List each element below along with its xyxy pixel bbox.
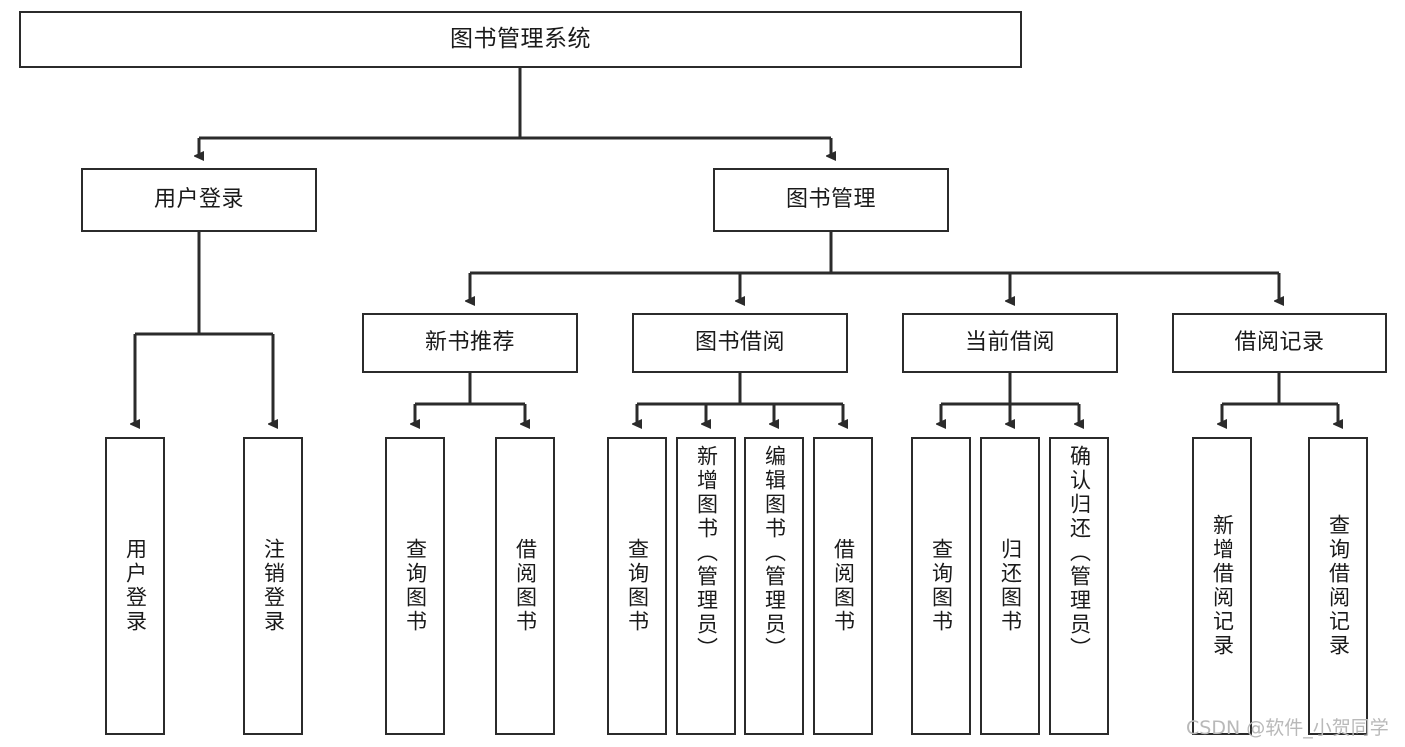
node-label: 图书管理系统 <box>450 25 591 52</box>
leaf-book-borrow-add[interactable]: 新增图书（管理员） <box>676 437 736 735</box>
node-label: 新书推荐 <box>424 329 515 355</box>
node-new-book-recommend[interactable]: 新书推荐 <box>362 313 578 373</box>
node-label: 用户登录 <box>123 538 148 634</box>
node-root-system[interactable]: 图书管理系统 <box>19 11 1022 68</box>
node-label: 查询图书 <box>403 538 428 634</box>
leaf-current-borrow-return[interactable]: 归还图书 <box>980 437 1040 735</box>
node-label: 查询图书 <box>929 538 954 634</box>
node-label: 查询借阅记录 <box>1326 514 1351 658</box>
node-book-management[interactable]: 图书管理 <box>713 168 949 232</box>
leaf-borrow-record-add[interactable]: 新增借阅记录 <box>1192 437 1252 735</box>
leaf-user-login-logout[interactable]: 注销登录 <box>243 437 303 735</box>
node-label: 注销登录 <box>261 538 286 634</box>
leaf-book-borrow-edit[interactable]: 编辑图书（管理员） <box>744 437 804 735</box>
node-label: 新增图书（管理员） <box>694 445 719 661</box>
node-label: 借阅图书 <box>513 538 538 634</box>
leaf-current-borrow-confirm-return[interactable]: 确认归还（管理员） <box>1049 437 1109 735</box>
node-label: 用户登录 <box>153 186 244 212</box>
leaf-user-login-login[interactable]: 用户登录 <box>105 437 165 735</box>
node-label: 查询图书 <box>625 538 650 634</box>
node-label: 新增借阅记录 <box>1210 514 1235 658</box>
leaf-book-borrow-borrow[interactable]: 借阅图书 <box>813 437 873 735</box>
node-borrow-record[interactable]: 借阅记录 <box>1172 313 1387 373</box>
leaf-new-book-query[interactable]: 查询图书 <box>385 437 445 735</box>
leaf-new-book-borrow[interactable]: 借阅图书 <box>495 437 555 735</box>
node-book-borrow[interactable]: 图书借阅 <box>632 313 848 373</box>
node-label: 编辑图书（管理员） <box>762 445 787 661</box>
node-label: 归还图书 <box>998 538 1023 634</box>
node-label: 当前借阅 <box>964 329 1055 355</box>
leaf-current-borrow-query[interactable]: 查询图书 <box>911 437 971 735</box>
leaf-book-borrow-query[interactable]: 查询图书 <box>607 437 667 735</box>
node-user-login[interactable]: 用户登录 <box>81 168 317 232</box>
node-current-borrow[interactable]: 当前借阅 <box>902 313 1118 373</box>
csdn-watermark: CSDN @软件_小贺同学 <box>1186 717 1389 739</box>
node-label: 借阅记录 <box>1234 329 1325 355</box>
leaf-borrow-record-query[interactable]: 查询借阅记录 <box>1308 437 1368 735</box>
node-label: 借阅图书 <box>831 538 856 634</box>
node-label: 图书借阅 <box>694 329 785 355</box>
node-label: 确认归还（管理员） <box>1067 445 1092 661</box>
node-label: 图书管理 <box>785 186 876 212</box>
